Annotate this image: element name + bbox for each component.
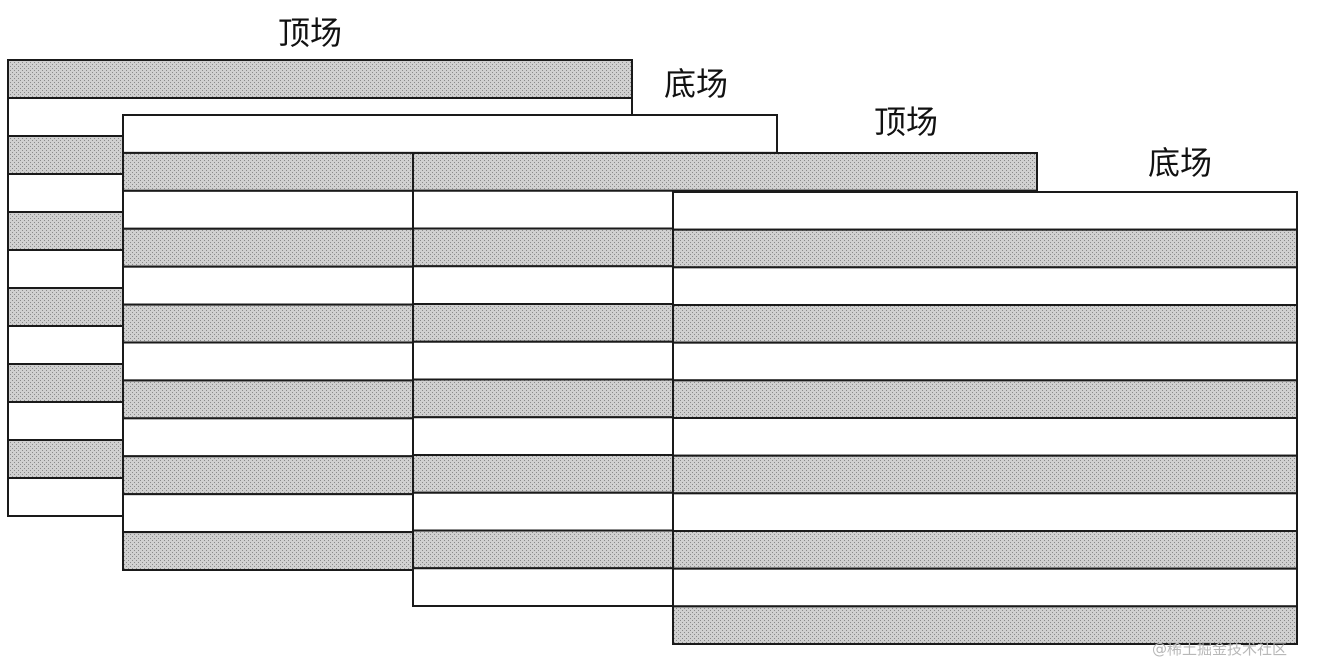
shaded-scan-line xyxy=(672,379,1298,420)
white-scan-line xyxy=(122,114,778,154)
field-outline xyxy=(672,191,1298,645)
white-scan-line xyxy=(672,266,1298,307)
watermark: @稀土掘金技术社区 xyxy=(1152,640,1287,658)
white-scan-line xyxy=(672,417,1298,457)
white-scan-line xyxy=(672,492,1298,533)
field-label-2: 底场 xyxy=(664,65,728,103)
shaded-scan-line xyxy=(672,530,1298,570)
shaded-scan-line xyxy=(672,605,1298,645)
shaded-scan-line xyxy=(672,454,1298,495)
field-label-4: 底场 xyxy=(1148,144,1212,182)
white-scan-line xyxy=(672,341,1298,382)
field-label-1: 顶场 xyxy=(278,14,342,52)
shaded-scan-line xyxy=(672,228,1298,269)
white-scan-line xyxy=(672,191,1298,231)
shaded-scan-line xyxy=(7,59,633,99)
white-scan-line xyxy=(672,567,1298,608)
shaded-scan-line xyxy=(412,152,1038,192)
field-label-3: 顶场 xyxy=(874,103,938,141)
frame-bottom-field-2 xyxy=(672,191,1298,645)
shaded-scan-line xyxy=(672,304,1298,344)
